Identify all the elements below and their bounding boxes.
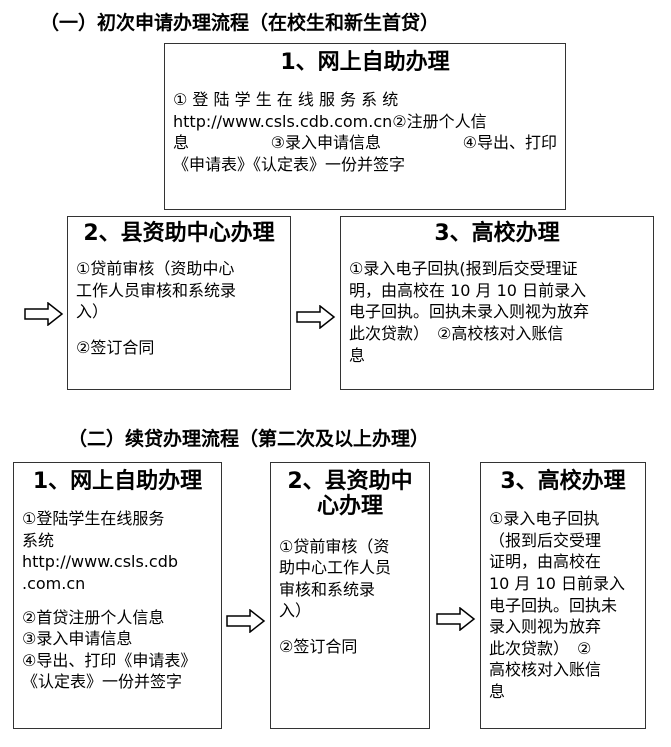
s2-college-line: （报到后交受理 bbox=[489, 530, 602, 550]
s2-college-line: 证明，由高校在 bbox=[489, 552, 602, 572]
s1-online-line: 《申请表》《认定表》一份并签字 bbox=[173, 155, 406, 175]
s1-box-college: 3、高校办理 ①录入电子回执(报到后交受理证 明，由高校在 10 月 10 日前… bbox=[340, 216, 654, 390]
s1-online-line: 息 bbox=[173, 133, 190, 153]
s1-county-line: ①贷前审核（资助中心 bbox=[76, 259, 235, 279]
s1-college-line: 明，由高校在 10 月 10 日前录入 bbox=[349, 280, 587, 300]
s2-county-title-line: 2、县资助中 bbox=[287, 469, 413, 494]
s2-box-online: 1、网上自助办理 ①登陆学生在线服务 系统 http://www.csls.cd… bbox=[13, 462, 222, 729]
s1-college-line: 电子回执。回执未录入则视为放弃 bbox=[349, 302, 590, 322]
s2-online-line: ①登陆学生在线服务 bbox=[22, 509, 165, 529]
s2-arrow-to-college-icon bbox=[436, 607, 476, 631]
s2-county-step2: ②签订合同 bbox=[279, 636, 358, 656]
s2-online-line: ④导出、打印《申请表》 bbox=[22, 650, 197, 670]
s2-box-college: 3、高校办理 ①录入电子回执 （报到后交受理 证明，由高校在 10 月 10 日… bbox=[480, 462, 646, 729]
s2-online-line: .com.cn bbox=[22, 574, 86, 594]
s2-box-county: 2、县资助中 心办理 ①贷前审核（资 助中心工作人员 审核和系统录 入） ②签订… bbox=[270, 462, 430, 729]
s1-county-line: 入） bbox=[76, 302, 109, 322]
s1-college-line: 此次贷款） ②高校核对入账信 bbox=[349, 324, 564, 344]
s1-online-line: ④导出、打印 bbox=[462, 133, 557, 153]
s2-online-line: http://www.csls.cdb bbox=[22, 552, 178, 572]
s2-college-line: ①录入电子回执 bbox=[489, 509, 600, 529]
s2-online-line: 系统 bbox=[22, 530, 55, 550]
s2-online-line: 《认定表》一份并签字 bbox=[22, 672, 183, 692]
s2-county-line: 入） bbox=[279, 601, 312, 621]
s1-arrow-to-county-icon bbox=[24, 302, 64, 326]
s2-college-line: 高校核对入账信 bbox=[489, 660, 602, 680]
section1-heading: （一）初次申请办理流程（在校生和新生首贷） bbox=[40, 12, 440, 34]
s1-box-online-title: 1、网上自助办理 bbox=[280, 50, 450, 75]
s1-box-online: 1、网上自助办理 ① 登 陆 学 生 在 线 服 务 系 统 http://ww… bbox=[164, 43, 566, 210]
s2-college-line: 电子回执。回执未 bbox=[489, 595, 618, 615]
s1-box-county-title: 2、县资助中心办理 bbox=[83, 221, 275, 246]
section2-heading: （二）续贷办理流程（第二次及以上办理） bbox=[68, 428, 430, 450]
s1-county-step2: ②签订合同 bbox=[76, 338, 155, 358]
s1-arrow-to-college-icon bbox=[296, 305, 336, 329]
s2-box-college-title: 3、高校办理 bbox=[500, 469, 626, 494]
s2-county-line: ①贷前审核（资 bbox=[279, 536, 390, 556]
s2-arrow-to-county-icon bbox=[226, 609, 266, 633]
s1-county-line: 工作人员审核和系统录 bbox=[76, 280, 237, 300]
s1-box-college-title: 3、高校办理 bbox=[434, 221, 560, 246]
s1-college-line: 息 bbox=[349, 345, 366, 365]
s2-college-line: 录入则视为放弃 bbox=[489, 617, 602, 637]
s1-college-line: ①录入电子回执(报到后交受理证 bbox=[349, 259, 578, 279]
s2-box-online-title: 1、网上自助办理 bbox=[32, 469, 203, 494]
s2-box-county-title: 2、县资助中 心办理 bbox=[279, 469, 421, 520]
s2-college-line: 息 bbox=[489, 682, 506, 702]
s1-online-line: ③录入申请信息 bbox=[270, 133, 381, 153]
s2-college-line: 10 月 10 日前录入 bbox=[489, 574, 625, 594]
s2-online-line: ②首贷注册个人信息 bbox=[22, 607, 165, 627]
s2-college-line: 此次贷款） ② bbox=[489, 638, 592, 658]
s2-county-line: 助中心工作人员 bbox=[279, 558, 392, 578]
s1-box-county: 2、县资助中心办理 ①贷前审核（资助中心 工作人员审核和系统录 入） ②签订合同 bbox=[67, 216, 291, 390]
s1-online-line: http://www.csls.cdb.com.cn②注册个人信 bbox=[173, 111, 487, 131]
s1-online-line: ① 登 陆 学 生 在 线 服 务 系 统 bbox=[173, 90, 399, 110]
s2-county-line: 审核和系统录 bbox=[279, 579, 376, 599]
s2-online-line: ③录入申请信息 bbox=[22, 629, 133, 649]
s2-county-title-line: 心办理 bbox=[316, 494, 383, 520]
